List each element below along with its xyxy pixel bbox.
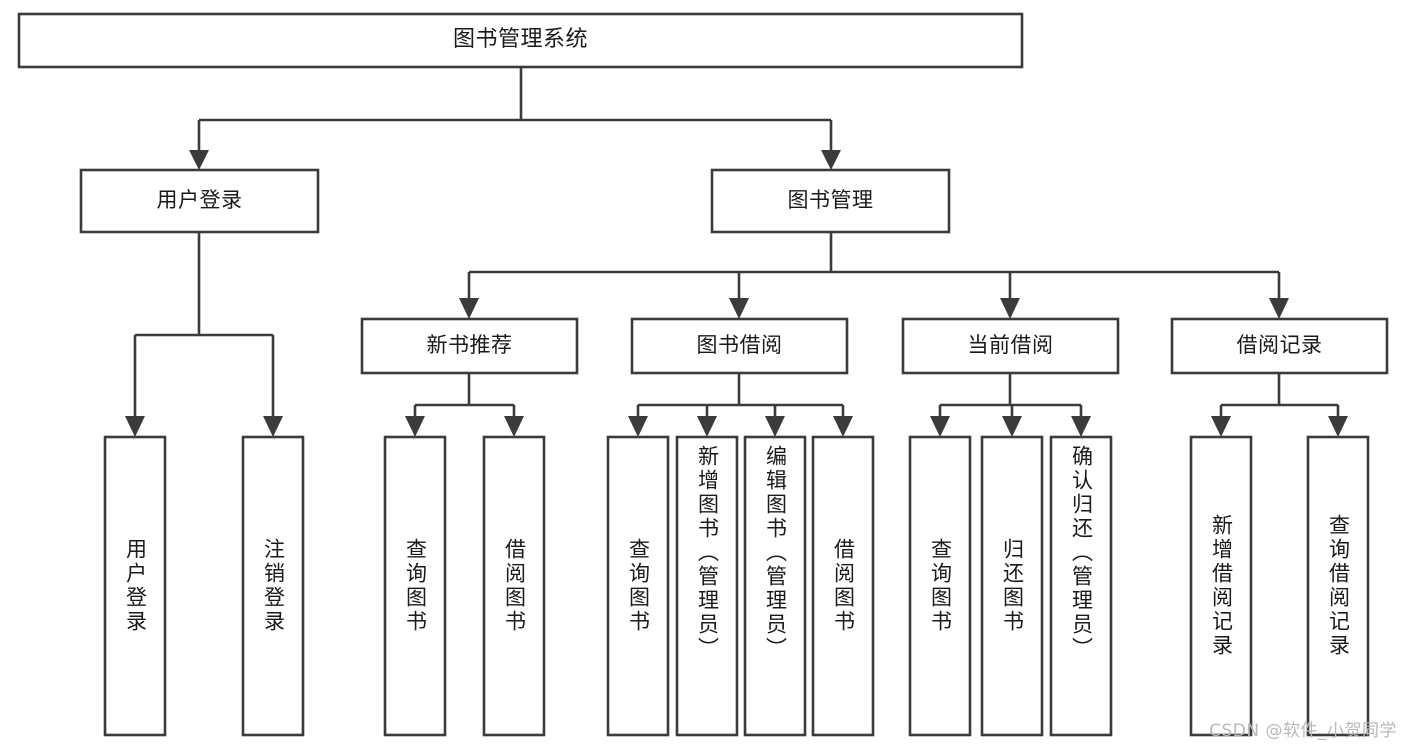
node-box-leaf-edit-book[interactable] — [743, 435, 807, 737]
node-box-leaf-query-record[interactable] — [1306, 435, 1370, 737]
arrow-head-book-borrow — [729, 298, 749, 319]
node-box-user-login[interactable] — [79, 168, 320, 234]
arrow-head-book-manage — [821, 150, 841, 170]
arrow-head-leaf-borrow-book-2 — [833, 416, 853, 437]
node-box-leaf-query-book-3[interactable] — [908, 435, 972, 737]
arrow-head-borrow-record — [1269, 298, 1289, 319]
node-box-leaf-user-login[interactable] — [103, 435, 167, 737]
node-box-leaf-query-book-2[interactable] — [606, 435, 670, 737]
node-box-leaf-return-book[interactable] — [980, 435, 1044, 737]
arrow-head-leaf-add-book — [697, 416, 717, 437]
node-box-new-book-recommend[interactable] — [360, 317, 579, 375]
node-box-leaf-borrow-book-1[interactable] — [482, 435, 546, 737]
node-box-root[interactable] — [17, 12, 1024, 69]
node-box-book-borrow[interactable] — [630, 317, 849, 375]
arrow-head-leaf-user-logout — [263, 416, 283, 437]
node-box-book-manage[interactable] — [710, 168, 951, 234]
arrow-head-current-borrow — [1000, 298, 1020, 319]
node-box-leaf-query-book-1[interactable] — [383, 435, 447, 737]
arrow-head-leaf-query-book-1 — [405, 416, 425, 437]
arrow-head-leaf-query-book-3 — [930, 416, 950, 437]
csdn-watermark: CSDN @软件_小贺同学 — [1209, 721, 1397, 741]
arrow-head-leaf-query-book-2 — [628, 416, 648, 437]
node-box-leaf-add-record[interactable] — [1189, 435, 1253, 737]
arrow-head-leaf-user-login — [125, 416, 145, 437]
arrow-head-leaf-confirm-return — [1071, 416, 1091, 437]
arrow-head-leaf-query-record — [1328, 416, 1348, 437]
arrow-head-leaf-return-book — [1002, 416, 1022, 437]
node-box-leaf-confirm-return[interactable] — [1049, 435, 1113, 737]
arrow-head-user-login — [189, 150, 209, 170]
node-box-leaf-borrow-book-2[interactable] — [811, 435, 875, 737]
arrow-head-leaf-add-record — [1211, 416, 1231, 437]
node-box-borrow-record[interactable] — [1170, 317, 1389, 375]
arrow-head-leaf-borrow-book-1 — [504, 416, 524, 437]
node-box-current-borrow[interactable] — [901, 317, 1120, 375]
arrow-head-leaf-edit-book — [765, 416, 785, 437]
arrow-head-new-book-recommend — [459, 298, 479, 319]
node-box-leaf-add-book[interactable] — [675, 435, 739, 737]
node-box-leaf-user-logout[interactable] — [241, 435, 305, 737]
